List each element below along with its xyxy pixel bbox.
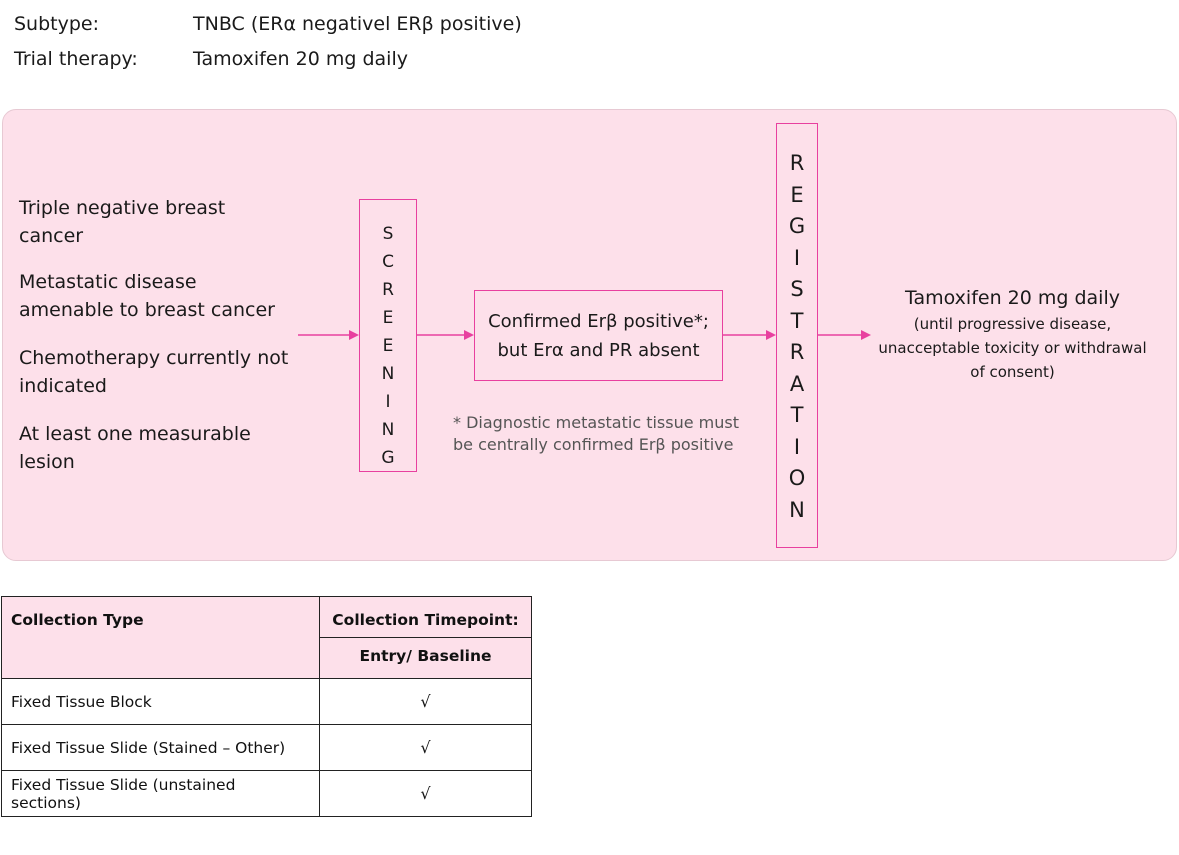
criterion-tnbc: Triple negative breast cancer — [19, 194, 225, 250]
registration-letter: T — [790, 403, 804, 427]
footnote: * Diagnostic metastatic tissue must be c… — [453, 412, 739, 456]
criterion-line: cancer — [19, 225, 84, 247]
collection-timepoint-header: Collection Timepoint: Entry/ Baseline — [319, 596, 532, 679]
confirmation-box: Confirmed Erβ positive*; but Erα and PR … — [474, 290, 723, 381]
screening-letter: G — [381, 448, 395, 468]
registration-letter: T — [790, 308, 804, 333]
timepoint-header-line: Entry/ Baseline — [359, 647, 492, 665]
screening-letter: N — [381, 364, 395, 384]
registration-letter: A — [789, 371, 805, 396]
registration-letter: R — [789, 340, 805, 364]
screening-letter: S — [382, 224, 394, 244]
arrow-head-icon — [464, 330, 474, 340]
outcome-title: Tamoxifen 20 mg daily — [905, 287, 1120, 309]
table-row: Fixed Tissue Slide (unstained sections) … — [1, 770, 532, 817]
trial-therapy-label: Trial therapy: — [14, 48, 138, 70]
outcome-detail-line: (until progressive disease, — [913, 315, 1112, 333]
screening-box: S C R E E N I N G — [359, 199, 417, 472]
outcome-detail-line: unacceptable toxicity or withdrawal — [878, 339, 1147, 357]
checkmark-cell: √ — [319, 770, 532, 817]
arrow-head-icon — [861, 330, 871, 340]
footnote-line: be centrally confirmed Erβ positive — [453, 435, 734, 454]
trial-therapy-value: Tamoxifen 20 mg daily — [193, 48, 408, 70]
screening-letter: C — [382, 252, 394, 272]
footnote-line: * Diagnostic metastatic tissue must — [453, 413, 739, 432]
registration-letter: R — [789, 151, 805, 175]
screening-letter: E — [382, 336, 394, 356]
screening-letter: R — [382, 280, 394, 300]
confirmation-line: but Erα and PR absent — [497, 339, 700, 361]
arrow-head-icon — [349, 330, 359, 340]
registration-box: R E G I S T R A T I O N — [776, 123, 818, 548]
criterion-line: indicated — [19, 375, 107, 397]
confirmation-line: Confirmed Erβ positive*; — [488, 310, 709, 332]
registration-letter: I — [793, 434, 801, 459]
registration-letter: I — [793, 245, 801, 270]
criterion-line: At least one measurable — [19, 423, 251, 445]
registration-letter: O — [788, 466, 806, 490]
registration-letter: N — [789, 497, 805, 522]
screening-letter: N — [381, 420, 395, 440]
trial-schema-panel — [2, 109, 1177, 561]
subtype-label: Subtype: — [14, 13, 100, 35]
criterion-line: Metastatic disease — [19, 271, 197, 293]
table-row: Fixed Tissue Block √ — [1, 678, 532, 725]
criterion-metastatic: Metastatic disease amenable to breast ca… — [19, 268, 275, 324]
screening-letter: E — [382, 308, 394, 328]
criterion-chemotherapy: Chemotherapy currently not indicated — [19, 344, 288, 400]
timepoint-header-line: Collection Timepoint: — [320, 597, 531, 638]
registration-letter: E — [790, 182, 804, 207]
checkmark-cell: √ — [319, 678, 532, 725]
criterion-line: Triple negative breast — [19, 197, 226, 219]
registration-letter: G — [788, 214, 806, 238]
criterion-line: lesion — [19, 451, 75, 473]
table-header-row: Collection Type Collection Timepoint: En… — [1, 596, 532, 679]
collection-type-cell: Fixed Tissue Block — [1, 678, 320, 725]
criterion-line: Chemotherapy currently not — [19, 347, 289, 369]
screening-letter: I — [385, 392, 391, 412]
treatment-outcome: Tamoxifen 20 mg daily (until progressive… — [870, 284, 1155, 384]
criterion-measurable-lesion: At least one measurable lesion — [19, 420, 251, 476]
outcome-detail-line: of consent) — [970, 363, 1055, 381]
collection-type-cell: Fixed Tissue Slide (Stained – Other) — [1, 724, 320, 771]
registration-letter: S — [790, 277, 804, 301]
collection-type-header: Collection Type — [1, 596, 320, 679]
subtype-value: TNBC (ERα negativel ERβ positive) — [193, 13, 522, 35]
criterion-line: amenable to breast cancer — [19, 299, 275, 321]
collection-table: Collection Type Collection Timepoint: En… — [1, 596, 532, 817]
checkmark-cell: √ — [319, 724, 532, 771]
table-row: Fixed Tissue Slide (Stained – Other) √ — [1, 724, 532, 771]
collection-type-cell: Fixed Tissue Slide (unstained sections) — [1, 770, 320, 817]
arrow-head-icon — [766, 330, 776, 340]
